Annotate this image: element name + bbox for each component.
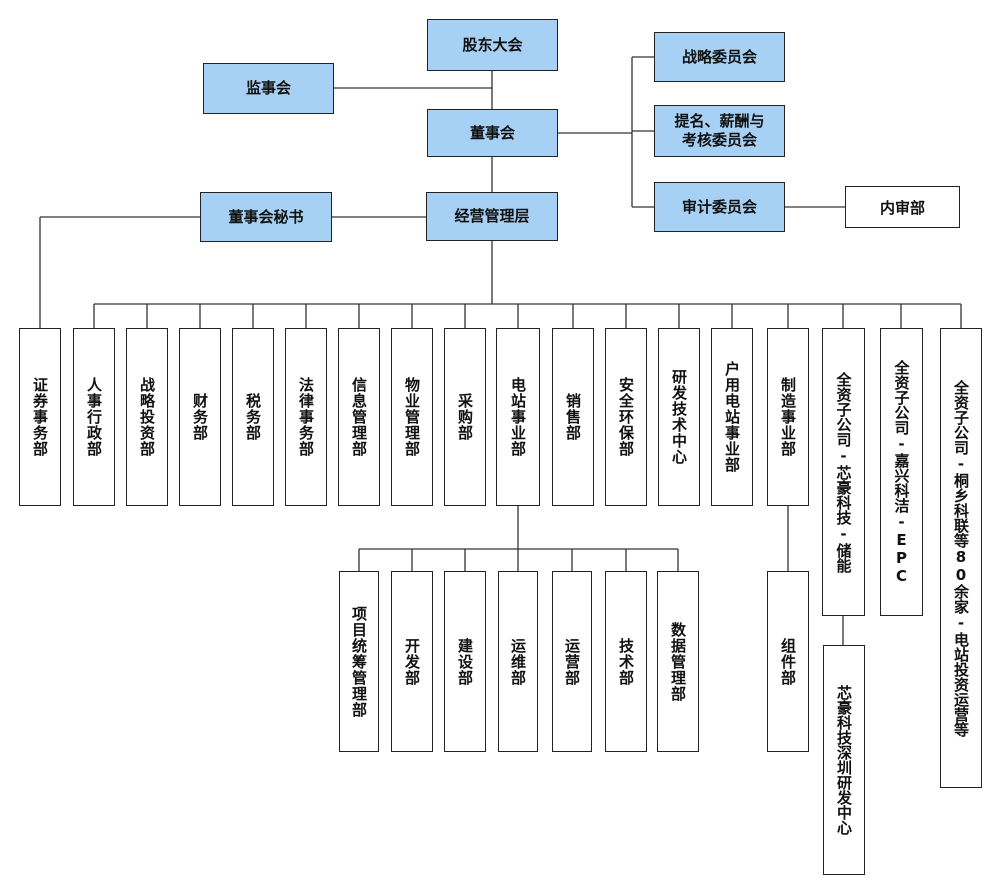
dept-label: 税务部 <box>244 393 262 441</box>
board-label: 董事会 <box>469 123 515 142</box>
sub-unit-box: 开发部 <box>391 571 433 752</box>
dept-label: 制造事业部 <box>779 377 797 457</box>
sub-unit-box: 运维部 <box>498 571 538 752</box>
subsidiary-box: 全资子公司-芯豪科技-储能 <box>822 328 865 616</box>
subsidiary-label: 全资子公司-芯豪科技-储能 <box>834 371 853 573</box>
management-box: 经营管理层 <box>426 192 558 241</box>
sub-unit-label: 运营部 <box>563 637 581 686</box>
sub-unit-box: 组件部 <box>767 571 809 752</box>
sub-unit-box: 技术部 <box>605 571 647 752</box>
dept-box: 电站事业部 <box>496 328 540 506</box>
subsidiary-box: 全资子公司-桐乡科联等80余家-电站投资运营等 <box>940 328 982 788</box>
sub-unit-label: 运维部 <box>509 637 527 686</box>
dept-label: 人事行政部 <box>85 377 103 457</box>
dept-box: 研发技术中心 <box>658 328 700 506</box>
dept-label: 销售部 <box>564 393 582 441</box>
nomination-committee-label: 提名、薪酬与 考核委员会 <box>674 112 765 149</box>
dept-box: 信息管理部 <box>338 328 380 506</box>
dept-box: 安全环保部 <box>605 328 647 506</box>
dept-label: 证券事务部 <box>31 377 49 457</box>
dept-box: 制造事业部 <box>767 328 809 506</box>
subsidiary-label: 全资子公司-桐乡科联等80余家-电站投资运营等 <box>952 379 970 737</box>
sub-unit-label: 芯豪科技深圳研发中心 <box>835 685 853 835</box>
sub-unit-label: 组件部 <box>779 637 797 686</box>
audit-committee-label: 审计委员会 <box>681 197 757 216</box>
sub-unit-box: 建设部 <box>444 571 486 752</box>
board-secretary-label: 董事会秘书 <box>228 207 304 226</box>
dept-box: 采购部 <box>444 328 486 506</box>
sub-unit-label: 建设部 <box>456 637 474 686</box>
board-secretary-box: 董事会秘书 <box>200 192 332 242</box>
supervisory-board-label: 监事会 <box>245 79 291 97</box>
board-box: 董事会 <box>427 109 558 157</box>
sub-unit-box: 芯豪科技深圳研发中心 <box>823 645 865 875</box>
sub-unit-label: 开发部 <box>403 637 421 686</box>
dept-box: 财务部 <box>179 328 221 506</box>
dept-label: 电站事业部 <box>509 377 527 457</box>
dept-label: 信息管理部 <box>350 377 368 457</box>
subsidiary-box: 全资子公司-嘉兴科洁-EPC <box>880 328 923 616</box>
dept-label: 户用电站事业部 <box>723 361 741 473</box>
sub-unit-label: 技术部 <box>617 637 635 686</box>
audit-committee-box: 审计委员会 <box>654 182 785 232</box>
dept-label: 安全环保部 <box>617 377 635 457</box>
dept-label: 研发技术中心 <box>670 369 688 465</box>
sub-unit-label: 数据管理部 <box>669 621 687 702</box>
internal-audit-box: 内审部 <box>845 186 960 228</box>
dept-box: 销售部 <box>552 328 594 506</box>
dept-box: 证券事务部 <box>19 328 61 506</box>
nomination-committee-box: 提名、薪酬与 考核委员会 <box>654 105 785 157</box>
dept-box: 人事行政部 <box>73 328 115 506</box>
dept-box: 物业管理部 <box>391 328 433 506</box>
dept-label: 采购部 <box>456 393 474 441</box>
dept-label: 战略投资部 <box>138 377 156 457</box>
management-label: 经营管理层 <box>454 207 530 225</box>
strategy-committee-label: 战略委员会 <box>681 47 757 66</box>
sub-unit-box: 数据管理部 <box>657 571 699 752</box>
sub-unit-box: 运营部 <box>552 571 592 752</box>
supervisory-board-box: 监事会 <box>203 63 334 114</box>
dept-box: 税务部 <box>232 328 274 506</box>
sub-unit-box: 项目统筹管理部 <box>339 571 379 752</box>
dept-box: 法律事务部 <box>285 328 327 506</box>
strategy-committee-box: 战略委员会 <box>654 32 785 82</box>
dept-box: 户用电站事业部 <box>711 328 753 506</box>
sub-unit-label: 项目统筹管理部 <box>350 605 368 718</box>
dept-box: 战略投资部 <box>126 328 168 506</box>
dept-label: 法律事务部 <box>297 377 315 457</box>
subsidiary-label: 全资子公司-嘉兴科洁-EPC <box>892 359 911 585</box>
shareholders-meeting-box: 股东大会 <box>427 19 558 71</box>
dept-label: 财务部 <box>191 393 209 441</box>
shareholders-meeting-label: 股东大会 <box>462 35 523 54</box>
internal-audit-label: 内审部 <box>879 198 925 217</box>
dept-label: 物业管理部 <box>403 377 421 457</box>
